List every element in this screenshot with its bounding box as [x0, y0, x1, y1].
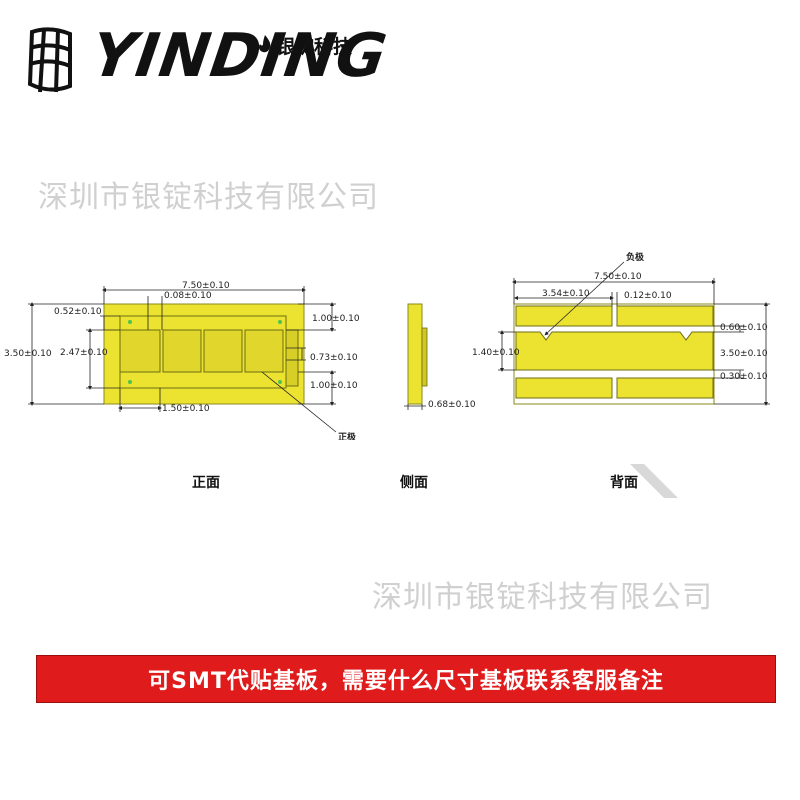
back-pad-top-left	[515, 305, 613, 327]
dim-back-pad-width: 3.54±0.10	[542, 289, 590, 299]
back-pad-top-right	[616, 305, 714, 327]
label-front-view: 正面	[192, 475, 220, 491]
side-view: 0.68±0.10	[404, 303, 476, 410]
dim-front-height: 3.50±0.10	[4, 349, 52, 359]
back-view: 7.50±0.10 3.54±0.10 0.12±0.10 0.60±0.10 …	[472, 251, 770, 406]
side-pad-layer	[421, 327, 428, 387]
front-dot	[278, 380, 282, 384]
callout-negative: 负极	[626, 251, 645, 263]
callout-positive: 正极	[338, 431, 357, 440]
dim-front-top-right: 1.00±0.10	[312, 314, 360, 324]
back-pad-bottom-left	[515, 377, 613, 399]
label-shadow-decoration	[630, 464, 678, 498]
watermark-bottom: 深圳市银锭科技有限公司	[372, 580, 713, 615]
front-dot	[128, 320, 132, 324]
dim-front-pad-width: 1.50±0.10	[162, 404, 210, 414]
front-dot	[128, 380, 132, 384]
dimension-drawing: 7.50±0.10 0.08±0.10 0.52±0.10 3.50±0.10 …	[4, 251, 770, 440]
notice-banner: 可SMT代贴基板，需要什么尺寸基板联系客服备注	[36, 655, 776, 703]
front-pad	[162, 329, 202, 373]
dim-back-width: 7.50±0.10	[594, 272, 642, 282]
dim-back-center-height: 1.40±0.10	[472, 348, 520, 358]
front-pad	[119, 329, 161, 373]
globe-logo-icon	[27, 27, 72, 93]
back-pad-bottom-right	[616, 377, 714, 399]
logo-company-short: 银锭科技	[276, 36, 353, 58]
front-contact-strip	[285, 329, 299, 387]
label-side-view: 侧面	[400, 475, 428, 491]
dim-back-height: 3.50±0.10	[720, 349, 768, 359]
side-substrate	[407, 303, 423, 405]
front-dot	[278, 320, 282, 324]
dim-front-left-inset: 0.52±0.10	[54, 307, 102, 317]
dim-front-mid-right: 0.73±0.10	[310, 353, 358, 363]
dim-front-bottom-right: 1.00±0.10	[310, 381, 358, 391]
dim-back-bottom-gap: 0.30±0.10	[720, 372, 768, 382]
dim-front-inner-height: 2.47±0.10	[60, 348, 108, 358]
dim-side-thickness: 0.68±0.10	[428, 400, 476, 410]
dim-back-gap-right: 0.60±0.10	[720, 323, 768, 333]
dim-front-width: 7.50±0.10	[182, 281, 230, 291]
dim-back-pad-gap: 0.12±0.10	[624, 291, 672, 301]
front-pad	[203, 329, 243, 373]
front-view: 7.50±0.10 0.08±0.10 0.52±0.10 3.50±0.10 …	[4, 281, 360, 440]
label-back-view: 背面	[610, 475, 638, 491]
watermark-top: 深圳市银锭科技有限公司	[38, 180, 379, 215]
back-pad-center	[515, 331, 714, 371]
front-pad	[244, 329, 284, 373]
flame-icon	[259, 35, 271, 53]
dim-front-gap-top: 0.08±0.10	[164, 291, 212, 301]
notice-banner-text: 可SMT代贴基板，需要什么尺寸基板联系客服备注	[148, 669, 664, 694]
